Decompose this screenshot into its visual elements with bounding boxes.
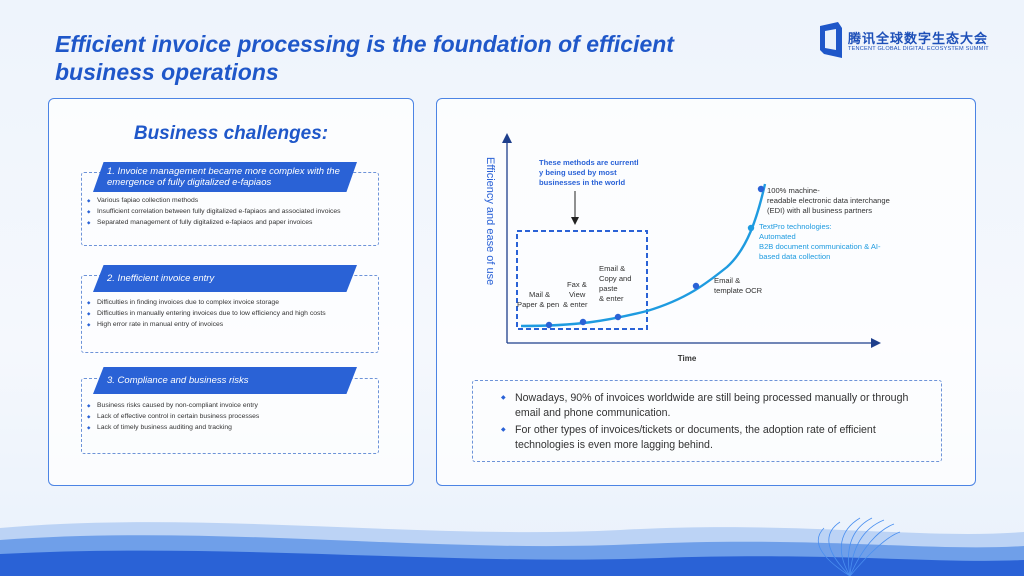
list-item: Lack of effective control in certain bus… [85,412,371,423]
svg-text:Mail &: Mail & [529,290,550,299]
svg-text:paste: paste [599,284,618,293]
svg-text:template OCR: template OCR [714,286,763,295]
list-item: Nowadays, 90% of invoices worldwide are … [501,391,921,421]
challenge-title-2: 2. Inefficient invoice entry [93,265,357,292]
svg-text:Copy and: Copy and [599,274,632,283]
x-axis-label: Time [678,354,697,363]
summit-logo: 腾讯全球数字生态大会 TENCENT GLOBAL DIGITAL ECOSYS… [820,22,990,62]
svg-text:View: View [569,290,586,299]
svg-text:readable electronic data inter: readable electronic data interchange [767,196,890,205]
slide-title: Efficient invoice processing is the foun… [55,31,674,85]
current-methods-box [516,230,648,330]
label-email-copy: Email & Copy and paste & enter [599,264,632,303]
challenge-list-1: Various fapiao collection methods Insuff… [85,196,371,228]
x-axis-arrow [871,338,881,348]
list-item: Business risks caused by non-compliant i… [85,401,371,412]
logo-english-text: TENCENT GLOBAL DIGITAL ECOSYSTEM SUMMIT [848,46,989,52]
challenge-title-1: 1. Invoice management became more comple… [93,162,357,192]
label-edi: 100% machine- readable electronic data i… [767,186,890,215]
challenge-title-3: 3. Compliance and business risks [93,367,357,394]
callout-line-1: These methods are currentl [539,158,639,167]
callout: These methods are currentl y being used … [539,158,639,187]
logo-chinese-text: 腾讯全球数字生态大会 [848,31,989,46]
list-item: For other types of invoices/tickets or d… [501,423,921,453]
notes-list: Nowadays, 90% of invoices worldwide are … [501,391,921,455]
list-item: High error rate in manual entry of invoi… [85,320,371,331]
svg-text:100% machine-: 100% machine- [767,186,820,195]
callout-line-3: businesses in the world [539,178,625,187]
svg-text:& enter: & enter [599,294,624,303]
notes-box: Nowadays, 90% of invoices worldwide are … [472,380,942,462]
business-challenges-panel: Business challenges: 1. Invoice manageme… [48,98,414,486]
svg-text:Paper & pen: Paper & pen [517,300,559,309]
point-edi [757,185,765,193]
summit-logo-icon [820,22,842,58]
callout-line-2: y being used by most [539,168,617,177]
challenge-list-3: Business risks caused by non-compliant i… [85,401,371,433]
list-item: Separated management of fully digitalize… [85,218,371,229]
business-challenges-heading: Business challenges: [133,123,329,144]
point-mail-paper [545,321,553,329]
list-item: Insufficient correlation between fully d… [85,207,371,218]
list-item: Difficulties in finding invoices due to … [85,298,371,309]
list-item: Lack of timely business auditing and tra… [85,423,371,434]
list-item: Various fapiao collection methods [85,196,371,207]
efficiency-chart-panel: Efficiency and ease of use Time These me… [436,98,976,486]
label-textpro: TextPro technologies: Automated B2B docu… [759,222,881,261]
point-email-ocr [692,282,700,290]
efficiency-chart: Efficiency and ease of use Time These me… [484,133,890,363]
list-item: Difficulties in manually entering invoic… [85,309,371,320]
label-fax-view: Fax & View & enter [563,280,588,309]
svg-text:Email &: Email & [714,276,740,285]
point-fax-view [579,318,587,326]
point-email-copy [614,313,622,321]
fan-decoration [817,517,901,576]
svg-text:Email &: Email & [599,264,625,273]
decorative-wave [0,517,1024,576]
challenge-list-2: Difficulties in finding invoices due to … [85,298,371,330]
callout-arrow-head [571,217,579,225]
y-axis-arrow [502,133,512,143]
svg-text:B2B document communication & A: B2B document communication & AI- [759,242,881,251]
svg-text:based data collection: based data collection [759,252,830,261]
svg-text:Fax &: Fax & [567,280,587,289]
svg-text:Automated: Automated [759,232,796,241]
label-mail-paper: Mail & Paper & pen [517,290,559,309]
svg-text:& enter: & enter [563,300,588,309]
point-textpro [747,224,755,232]
svg-text:TextPro technologies:: TextPro technologies: [759,222,832,231]
label-email-ocr: Email & template OCR [714,276,763,295]
y-axis-label: Efficiency and ease of use [484,157,496,285]
svg-text:(EDI) with all business partne: (EDI) with all business partners [767,206,872,215]
